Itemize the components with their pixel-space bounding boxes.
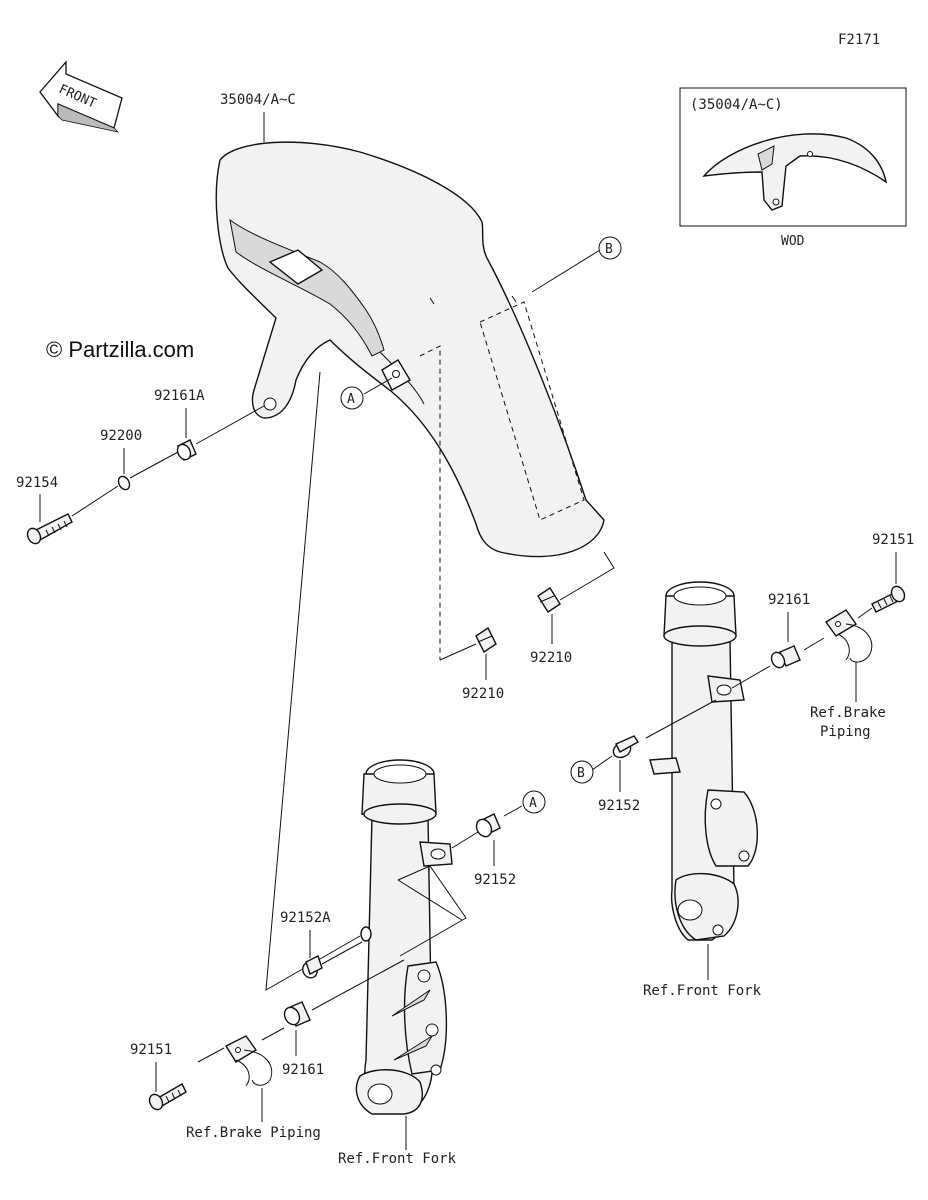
label-fender: 35004/A~C — [220, 92, 296, 108]
figure-id: F2171 — [838, 32, 880, 48]
inset-caption: WOD — [781, 234, 805, 249]
label-92161A: 92161A — [154, 388, 205, 404]
watermark: © Partzilla.com — [46, 337, 194, 362]
label-ref-fork-right: Ref.Front Fork — [643, 983, 762, 999]
clip-92210-left — [475, 626, 497, 654]
label-92154: 92154 — [16, 475, 58, 491]
bolt-92151-right — [871, 585, 906, 613]
right-front-fork — [649, 581, 758, 941]
bolt-92151-left — [148, 1083, 187, 1111]
collar-92161A — [176, 439, 197, 461]
collar-92161-left — [283, 1001, 311, 1027]
label-92210-right: 92210 — [530, 650, 572, 666]
callout-a-fork-text: A — [529, 796, 537, 811]
label-92151-left: 92151 — [130, 1042, 172, 1058]
brake-clamp-left — [224, 1035, 273, 1087]
front-fender — [215, 141, 605, 660]
left-front-fork — [355, 759, 453, 1115]
label-92152-left: 92152 — [474, 872, 516, 888]
label-ref-brake-right-1: Ref.Brake — [810, 705, 886, 721]
label-92151-right: 92151 — [872, 532, 914, 548]
callout-b-fender-text: B — [605, 242, 613, 257]
label-92152-right: 92152 — [598, 798, 640, 814]
label-92161-right: 92161 — [768, 592, 810, 608]
bolt-92154 — [26, 513, 73, 545]
label-92161-left: 92161 — [282, 1062, 324, 1078]
brake-clamp-right — [824, 609, 873, 663]
washer-92200 — [117, 475, 131, 491]
inset-box: (35004/A~C) WOD — [679, 87, 907, 249]
clip-92210-right — [537, 587, 561, 613]
label-92210-left: 92210 — [462, 686, 504, 702]
collar-92152-left — [475, 813, 501, 838]
callout-b-fender — [598, 236, 622, 260]
label-ref-brake-left: Ref.Brake Piping — [186, 1125, 321, 1141]
collar-92152A — [302, 955, 323, 979]
callout-a-fender — [340, 386, 364, 410]
label-92152A: 92152A — [280, 910, 331, 926]
collar-92152-right — [612, 735, 640, 759]
inset-title: (35004/A~C) — [690, 97, 783, 113]
label-ref-fork-left: Ref.Front Fork — [338, 1151, 457, 1167]
label-92200: 92200 — [100, 428, 142, 444]
callout-a-fork — [522, 790, 546, 814]
callout-a-fender-text: A — [347, 392, 355, 407]
callout-b-fork-text: B — [577, 766, 585, 781]
front-arrow-icon: FRONT — [39, 60, 123, 133]
collar-92161-right — [770, 645, 801, 669]
callout-b-fork — [570, 760, 594, 784]
label-ref-brake-right-2: Piping — [820, 724, 871, 740]
